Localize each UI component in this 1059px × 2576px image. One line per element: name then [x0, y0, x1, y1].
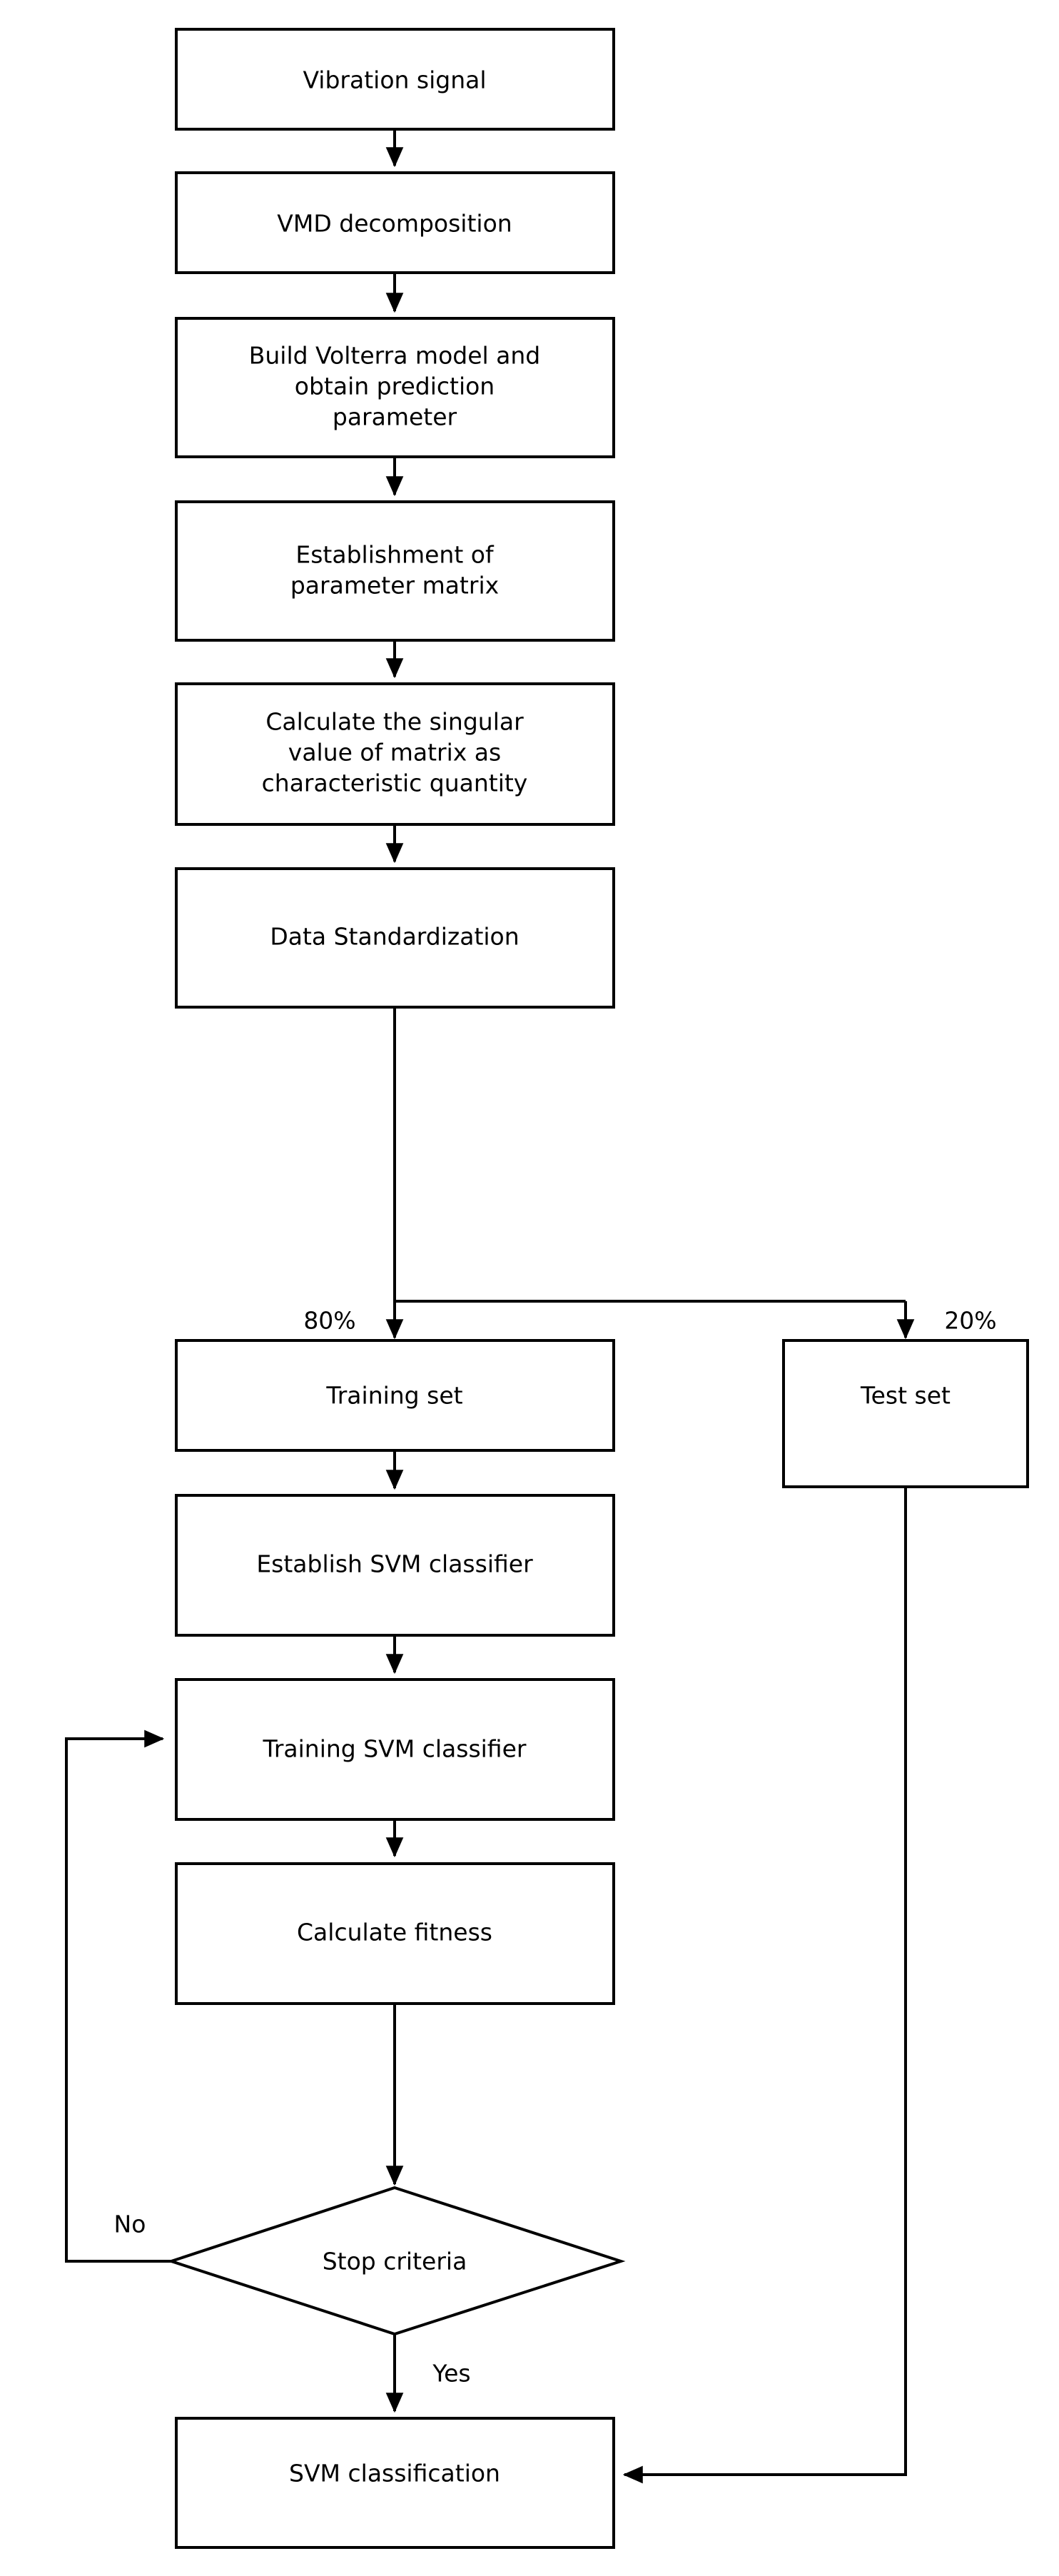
node-training-svm-label: Training SVM classifier	[263, 1735, 527, 1763]
node-svm-classification[interactable]: SVM classification	[175, 2417, 615, 2549]
node-vibration-signal-box[interactable]	[175, 28, 615, 131]
node-calculate-fitness-box[interactable]	[175, 1862, 615, 2005]
node-test-set-label: Test set	[860, 1382, 951, 1410]
node-training-set-label: Training set	[325, 1382, 462, 1410]
node-parameter-matrix-line-2: parameter matrix	[290, 572, 499, 600]
node-vmd-decomposition-label: VMD decomposition	[277, 210, 512, 238]
node-calculate-fitness-label: Calculate fitness	[297, 1919, 492, 1946]
edge-label-80-percent: 80%	[303, 1307, 355, 1335]
node-vmd-decomposition[interactable]: VMD decomposition	[175, 171, 615, 274]
node-establish-svm-box[interactable]	[175, 1494, 615, 1637]
node-training-set[interactable]: Training set	[175, 1339, 615, 1452]
node-establish-svm-label: Establish SVM classifier	[256, 1550, 533, 1578]
node-stop-criteria-diamond[interactable]	[166, 2186, 626, 2336]
node-volterra-model-line-2: obtain prediction	[295, 373, 495, 400]
edge-label-yes: Yes	[432, 2360, 470, 2388]
node-establish-svm[interactable]: Establish SVM classifier	[175, 1494, 615, 1637]
edge-label-20-percent: 20%	[944, 1307, 996, 1335]
node-training-set-box[interactable]	[175, 1339, 615, 1452]
node-vmd-decomposition-box[interactable]	[175, 171, 615, 274]
node-stop-criteria[interactable]: Stop criteria	[166, 2186, 626, 2336]
node-data-standardization-label: Data Standardization	[270, 923, 519, 951]
node-test-set-box[interactable]	[782, 1339, 1029, 1488]
edge-label-no: No	[114, 2211, 146, 2238]
node-svm-classification-box[interactable]	[175, 2417, 615, 2549]
node-parameter-matrix-line-1: Establishment of	[295, 541, 495, 569]
edge-test-set-to-svm-classification	[622, 1487, 907, 2484]
node-stop-criteria-label: Stop criteria	[323, 2248, 467, 2276]
node-volterra-model-box[interactable]	[175, 317, 615, 458]
node-test-set[interactable]: Test set	[782, 1339, 1029, 1488]
node-calculate-fitness[interactable]: Calculate fitness	[175, 1862, 615, 2005]
node-volterra-model-line-3: parameter	[333, 403, 457, 431]
node-singular-value-box[interactable]	[175, 682, 615, 826]
node-training-svm[interactable]: Training SVM classifier	[175, 1678, 615, 1821]
node-singular-value[interactable]: Calculate the singular value of matrix a…	[175, 682, 615, 826]
node-singular-value-line-1: Calculate the singular	[265, 708, 524, 736]
node-parameter-matrix-box[interactable]	[175, 500, 615, 642]
node-volterra-model[interactable]: Build Volterra model and obtain predicti…	[175, 317, 615, 458]
node-data-standardization-box[interactable]	[175, 867, 615, 1009]
edge-loop-back-no	[65, 1729, 171, 2263]
node-svm-classification-label: SVM classification	[289, 2460, 500, 2487]
node-vibration-signal-label: Vibration signal	[303, 66, 486, 94]
node-singular-value-line-3: characteristic quantity	[262, 769, 528, 797]
node-singular-value-line-2: value of matrix as	[288, 739, 501, 767]
node-data-standardization[interactable]: Data Standardization	[175, 867, 615, 1009]
node-vibration-signal[interactable]: Vibration signal	[175, 28, 615, 131]
node-parameter-matrix[interactable]: Establishment of parameter matrix	[175, 500, 615, 642]
node-training-svm-box[interactable]	[175, 1678, 615, 1821]
node-volterra-model-line-1: Build Volterra model and	[249, 342, 541, 370]
